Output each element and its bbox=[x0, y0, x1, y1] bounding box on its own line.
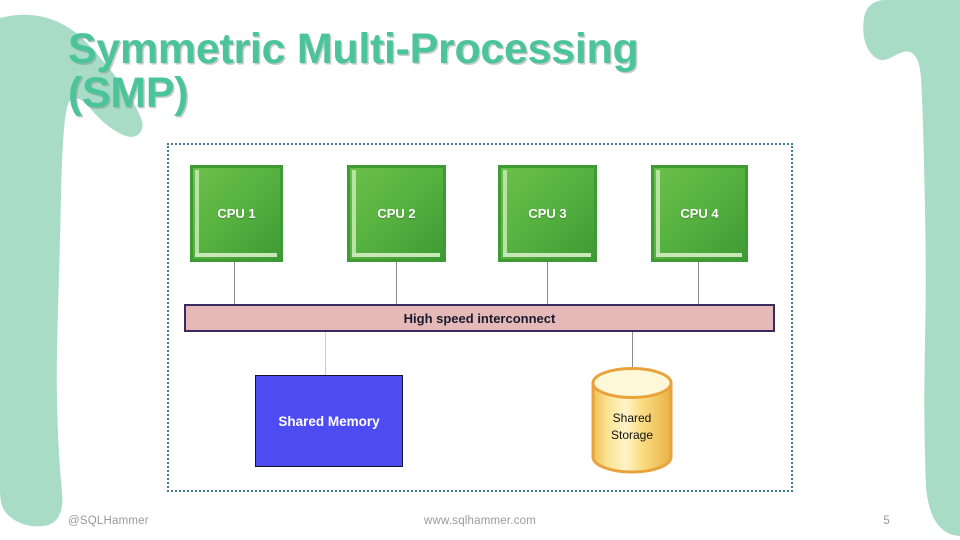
cpu-box-3-label: CPU 3 bbox=[528, 206, 567, 221]
cpu-box-1-label: CPU 1 bbox=[217, 206, 256, 221]
connector-cpu4-to-interconnect bbox=[698, 262, 699, 304]
connector-cpu2-to-interconnect bbox=[396, 262, 397, 304]
cpu-box-3[interactable]: CPU 3 bbox=[498, 165, 597, 262]
footer-handle: @SQLHammer bbox=[68, 515, 149, 527]
cpu-box-4[interactable]: CPU 4 bbox=[651, 165, 748, 262]
shared-memory-label: Shared Memory bbox=[278, 413, 380, 429]
page-title-line-1: Symmetric Multi-Processing bbox=[68, 25, 639, 73]
page-title: Symmetric Multi-Processing (SMP) bbox=[68, 25, 828, 117]
cpu-box-4-label: CPU 4 bbox=[680, 206, 719, 221]
page-title-line-2: (SMP) bbox=[68, 68, 189, 117]
shared-memory-box[interactable]: Shared Memory bbox=[255, 375, 403, 467]
connector-interconnect-to-shared-storage bbox=[632, 332, 633, 372]
cpu-box-2[interactable]: CPU 2 bbox=[347, 165, 446, 262]
diagram-frame bbox=[167, 143, 793, 492]
interconnect-label: High speed interconnect bbox=[403, 310, 556, 326]
connector-cpu3-to-interconnect bbox=[547, 262, 548, 304]
footer-url: www.sqlhammer.com bbox=[423, 515, 537, 527]
high-speed-interconnect-bar[interactable]: High speed interconnect bbox=[184, 304, 775, 332]
shared-storage-cylinder[interactable]: Shared Storage bbox=[590, 366, 674, 474]
connector-interconnect-to-shared-memory bbox=[325, 332, 326, 376]
database-cylinder-icon bbox=[591, 367, 673, 474]
cpu-box-1[interactable]: CPU 1 bbox=[190, 165, 283, 262]
footer-page-number: 5 bbox=[883, 515, 890, 527]
connector-cpu1-to-interconnect bbox=[234, 262, 235, 304]
cpu-box-2-label: CPU 2 bbox=[377, 206, 416, 221]
